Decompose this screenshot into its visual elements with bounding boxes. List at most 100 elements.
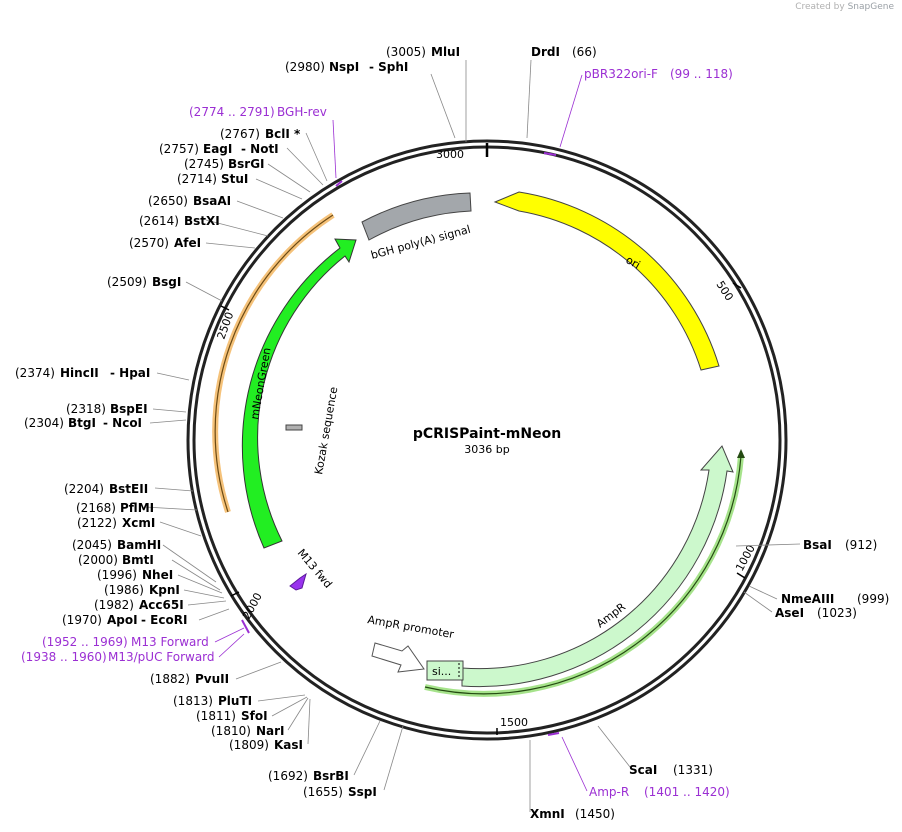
tick-label-3000: 3000 <box>436 148 464 161</box>
site-name: BclI * <box>265 127 301 141</box>
feature-signal-peptide[interactable] <box>426 660 464 681</box>
feature-label-ampr-promoter: AmpR promoter <box>366 613 455 641</box>
site-eagi[interactable]: (2757)EagI- NotI <box>159 142 279 156</box>
site-pos: (999) <box>857 592 889 606</box>
site-drdi[interactable]: DrdI (66) <box>531 45 597 59</box>
site-nmeaiii[interactable]: NmeAIII (999) <box>781 592 889 606</box>
site-pluti[interactable]: (1813)PluTI <box>173 694 252 708</box>
feature-orange-arc-core <box>214 214 334 513</box>
site-pos: (1692) <box>268 769 308 783</box>
site-bsteii[interactable]: (2204)BstEII <box>64 482 148 496</box>
site-pos: (1450) <box>575 807 615 821</box>
site-hincii[interactable]: (2374)HincII- HpaI <box>15 366 150 380</box>
site-scai[interactable]: ScaI(1331) <box>629 763 713 777</box>
tick-1500: 1500 <box>496 716 528 735</box>
site-bspei[interactable]: (2318)BspEI <box>66 402 148 416</box>
site-apoi[interactable]: (1970)ApoI- EcoRI <box>62 613 187 627</box>
site-name: BsgI <box>152 275 181 289</box>
feature-m13-fwd[interactable] <box>289 572 307 591</box>
site-pos: (2614) <box>139 214 179 228</box>
site-pos: (2122) <box>77 516 117 530</box>
site-name: PflMI <box>120 501 154 515</box>
site-name: MluI <box>431 45 460 59</box>
feature-ampr[interactable] <box>461 445 734 688</box>
feature-ampr-promoter[interactable] <box>371 642 425 673</box>
site-sfoi[interactable]: (1811)SfoI <box>196 709 268 723</box>
feature-mneongreen[interactable] <box>241 238 357 549</box>
primer-range: (99 .. 118) <box>670 67 733 81</box>
primer-m13-forward[interactable]: (1952 .. 1969)M13 Forward <box>42 635 209 649</box>
site-name: DrdI <box>531 45 560 59</box>
site-name: BtgI <box>68 416 96 430</box>
primer-mark-amp-r <box>547 732 560 736</box>
site-extra: - SphI <box>369 60 408 74</box>
site-extra: - NotI <box>241 142 279 156</box>
site-name: NheI <box>142 568 173 582</box>
site-bsgi[interactable]: (2509)BsgI <box>107 275 181 289</box>
primer-mark-pbr322ori-f <box>543 152 557 156</box>
site-bamhi[interactable]: (2045)BamHI <box>72 538 161 552</box>
site-bsai[interactable]: BsaI(912) <box>803 538 877 552</box>
site-bsrbi[interactable]: (1692)BsrBI <box>268 769 349 783</box>
site-nspi[interactable]: (2980)NspI- SphI <box>285 60 408 74</box>
site-pos: (1811) <box>196 709 236 723</box>
site-name: BsrGI <box>228 157 265 171</box>
site-bsaai[interactable]: (2650)BsaAI <box>148 194 231 208</box>
site-bstxi[interactable]: (2614)BstXI <box>139 214 220 228</box>
site-extra: - HpaI <box>110 366 150 380</box>
site-nhei[interactable]: (1996)NheI <box>97 568 173 582</box>
site-kpni[interactable]: (1986)KpnI <box>104 583 180 597</box>
primer-name: pBR322ori-F <box>584 67 658 81</box>
primer-range: (1952 .. 1969) <box>42 635 128 649</box>
site-name: NmeAIII <box>781 592 834 606</box>
site-name: StuI <box>221 172 248 186</box>
primer-bgh-rev[interactable]: (2774 .. 2791)BGH-rev <box>189 105 327 119</box>
site-stui[interactable]: (2714) StuI <box>177 172 248 186</box>
site-btgi[interactable]: (2304)BtgI- NcoI <box>24 416 142 430</box>
site-pos: (1809) <box>229 738 269 752</box>
site-pos: (66) <box>572 45 597 59</box>
feature-ori[interactable] <box>493 191 720 371</box>
site-pos: (1331) <box>673 763 713 777</box>
site-pos: (2714) <box>177 172 217 186</box>
site-name: NarI <box>256 724 285 738</box>
site-nari[interactable]: (1810)NarI <box>211 724 285 738</box>
site-pos: (2757) <box>159 142 199 156</box>
site-xcmi[interactable]: (2122)XcmI <box>77 516 155 530</box>
primer-pbr322ori-f[interactable]: pBR322ori-F (99 .. 118) <box>584 67 733 81</box>
site-name: AseI <box>775 606 804 620</box>
site-xmni[interactable]: XmnI(1450) <box>530 807 615 821</box>
site-pos: (2570) <box>129 236 169 250</box>
feature-label-signal: si... <box>432 665 451 678</box>
site-bmti[interactable]: (2000) BmtI <box>78 553 154 567</box>
site-mlui[interactable]: (3005) MluI <box>386 45 460 59</box>
site-pflmi[interactable]: (2168) PflMI <box>76 501 154 515</box>
site-acc65i[interactable]: (1982)Acc65I <box>94 598 184 612</box>
site-kasi[interactable]: (1809)KasI <box>229 738 303 752</box>
primer-m13-puc-forward[interactable]: (1938 .. 1960)M13/pUC Forward <box>21 650 215 664</box>
tick-3000: 3000 <box>436 148 464 161</box>
feature-bgh-polya[interactable] <box>361 192 472 241</box>
site-bsrgi[interactable]: (2745) BsrGI <box>184 157 265 171</box>
site-pos: (2745) <box>184 157 224 171</box>
site-extra: - EcoRI <box>141 613 187 627</box>
site-asei[interactable]: AseI(1023) <box>775 606 857 620</box>
site-pvuii[interactable]: (1882)PvuII <box>150 672 229 686</box>
site-extra: - NcoI <box>103 416 142 430</box>
site-bcli[interactable]: (2767)BclI * <box>220 127 301 141</box>
site-pos: (1986) <box>104 583 144 597</box>
site-name: BmtI <box>122 553 154 567</box>
primer-amp-r[interactable]: Amp-R(1401 .. 1420) <box>589 785 730 799</box>
site-pos: (2168) <box>76 501 116 515</box>
plasmid-size: 3036 bp <box>464 443 509 456</box>
site-pos: (3005) <box>386 45 426 59</box>
ampr-arc-arrowhead <box>737 449 745 458</box>
site-pos: (2980) <box>285 60 325 74</box>
site-afei[interactable]: (2570)AfeI <box>129 236 201 250</box>
site-sspi[interactable]: (1655)SspI <box>303 785 377 799</box>
tick-label-1500: 1500 <box>500 716 528 729</box>
site-pos: (2000) <box>78 553 118 567</box>
feature-kozak[interactable] <box>285 424 303 431</box>
site-name: BstEII <box>109 482 148 496</box>
